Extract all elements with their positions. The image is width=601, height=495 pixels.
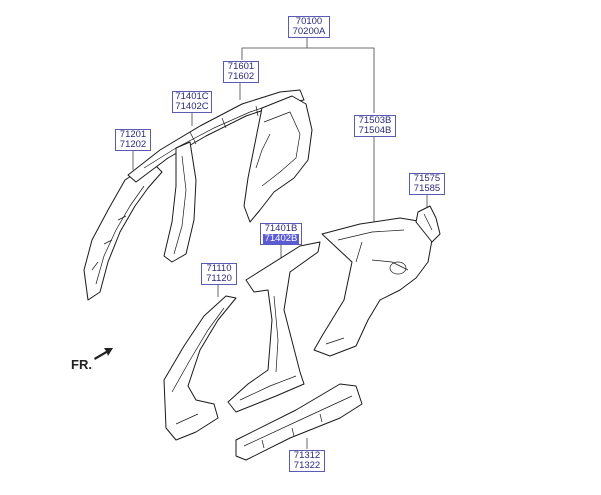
part-label-rear-inner-panel: 71601 71602 bbox=[223, 61, 259, 83]
part-label-main-assembly: 70100 70200A bbox=[288, 16, 330, 38]
side-sill-part bbox=[235, 383, 363, 461]
front-direction-arrow-icon bbox=[94, 348, 113, 360]
part-label-front-pillar-inner: 71201 71202 bbox=[115, 129, 151, 151]
part-label-quarter-panel: 71503B 71504B bbox=[354, 115, 396, 137]
part-label-bracket: 71575 71585 bbox=[409, 173, 445, 195]
leader-lines bbox=[132, 37, 428, 449]
part-label-center-pillar: 71401B 71402B bbox=[260, 223, 302, 245]
front-pillar-outer-part bbox=[163, 295, 237, 441]
quarter-panel-part bbox=[313, 217, 433, 357]
inner-center-pillar-part bbox=[163, 141, 197, 263]
rear-inner-panel-part bbox=[243, 95, 313, 223]
highlighted-part-number: 71402B bbox=[263, 233, 299, 244]
part-label-roof-rail: 71401C 71402C bbox=[172, 91, 212, 113]
front-direction-label: FR. bbox=[71, 357, 92, 372]
front-pillar-inner-part bbox=[83, 161, 163, 301]
part-label-front-pillar-outer: 71110 71120 bbox=[201, 263, 237, 285]
bracket-part bbox=[415, 205, 441, 243]
center-pillar-part bbox=[227, 241, 321, 413]
part-label-side-sill: 71312 71322 bbox=[289, 450, 325, 472]
leader-main-assembly bbox=[241, 37, 375, 113]
